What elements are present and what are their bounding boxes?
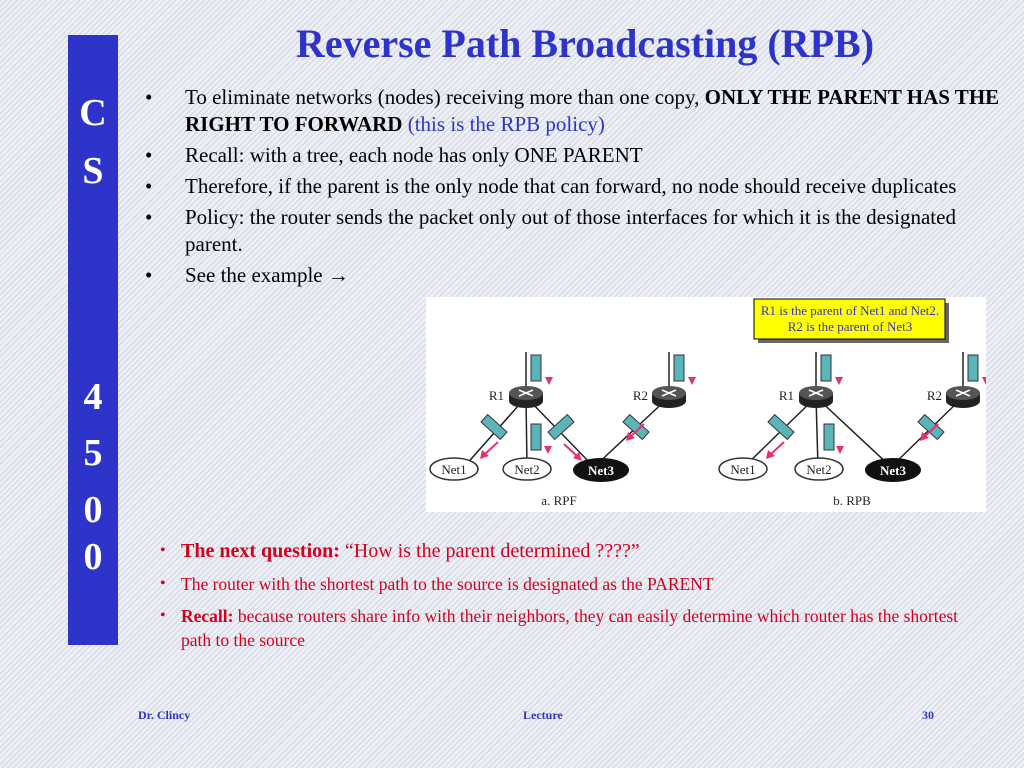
footer-author: Dr. Clincy [138,708,191,722]
router-label: R1 [779,388,794,403]
course-char: C [79,92,107,134]
course-char: 5 [83,432,103,474]
figure-caption: b. RPB [833,493,871,508]
right-arrow-icon: → [327,263,349,287]
bullet-marker: • [145,174,153,198]
bullet-item: • To eliminate networks (nodes) receivin… [145,84,1015,138]
recall-label: Recall: [181,606,234,626]
net-label: Net1 [441,462,466,477]
bullet-marker: • [160,542,166,559]
rpf-rpb-figure: R1 is the parent of Net1 and Net2. R2 is… [426,297,986,512]
course-code-sidebar: C S 4 5 0 0 [68,35,118,645]
bullet-item: • See the example → [145,262,1015,289]
network-node [718,457,768,481]
router-label: R2 [927,388,942,403]
bullet-text: Policy: the router sends the packet only… [185,205,956,256]
answer-text: The router with the shortest path to the… [181,574,714,594]
rpb-diagram: R1 R2 Net1 Net2 Net3 b. RPB [718,352,986,508]
bullet-marker: • [160,575,166,592]
bullet-marker: • [145,85,153,109]
bullet-list: • To eliminate networks (nodes) receivin… [145,84,1015,293]
rpf-diagram: R1 R2 Net1 Net2 Net3 a. RPF [429,352,696,508]
router-icon [798,385,834,409]
router-icon [945,385,981,409]
bullet-marker: • [145,143,153,167]
network-node [429,457,479,481]
course-char: 0 [83,489,103,531]
network-node [573,458,629,482]
bullet-text: Recall: with a tree, each node has only … [185,143,643,167]
recall-text: because routers share info with their ne… [181,606,959,650]
bullet-emphasis: ONLY THE PARENT HAS THE RIGHT TO FORWARD [185,85,1000,136]
bullet-item: • The next question: “How is the parent … [160,538,960,564]
net-label: Net2 [514,462,539,477]
bullet-marker: • [160,607,166,624]
course-char: 4 [83,376,103,418]
footer-center: Lecture [523,708,563,722]
net-label: Net1 [730,462,755,477]
network-node [502,457,552,481]
net-label: Net3 [880,463,906,478]
bullet-item: • Recall: with a tree, each node has onl… [145,142,1015,169]
course-char: 0 [83,536,103,578]
page-number: 30 [922,708,934,722]
question-text: “How is the parent determined ????” [344,540,640,562]
net-label: Net3 [588,463,614,478]
net-label: Net2 [806,462,831,477]
router-label: R2 [633,388,648,403]
figure-caption: a. RPF [541,493,576,508]
network-node [794,457,844,481]
note-line2: R2 is the parent of Net3 [788,319,913,334]
followup-list: • The next question: “How is the parent … [160,538,960,660]
bullet-text: Therefore, if the parent is the only nod… [185,174,957,198]
bullet-item: • The router with the shortest path to t… [160,572,960,596]
router-icon [651,385,687,409]
bullet-text: To eliminate networks (nodes) receiving … [185,85,705,109]
note-line1: R1 is the parent of Net1 and Net2. [761,303,939,318]
bullet-item: • Therefore, if the parent is the only n… [145,173,1015,200]
router-label: R1 [489,388,504,403]
bullet-item: • Policy: the router sends the packet on… [145,204,1015,258]
bullet-text: See the example [185,263,328,287]
parent-note: R1 is the parent of Net1 and Net2. R2 is… [753,298,949,343]
course-char: S [82,150,104,192]
bullet-item: • Recall: because routers share info wit… [160,604,960,652]
bullet-marker: • [145,263,153,287]
question-label: The next question: [181,540,340,562]
network-diagram: R1 is the parent of Net1 and Net2. R2 is… [429,298,986,508]
slide-title: Reverse Path Broadcasting (RPB) [295,21,875,66]
bullet-note: (this is the RPB policy) [402,112,605,136]
network-node [865,458,921,482]
bullet-marker: • [145,205,153,229]
router-icon [508,385,544,409]
